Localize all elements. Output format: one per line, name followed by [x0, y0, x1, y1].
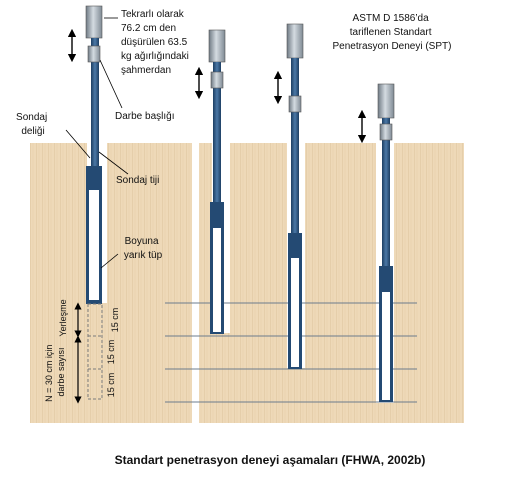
drill-rod — [291, 58, 299, 233]
dashed-penetration — [87, 303, 103, 400]
anvil — [379, 123, 393, 141]
hammer — [377, 83, 395, 119]
hammer — [208, 29, 226, 63]
drill-rod — [91, 38, 99, 166]
anvil-label: Darbe başlığı — [115, 111, 174, 122]
stage-2 — [208, 29, 226, 334]
drill-rod-label: Sondaj tiji — [116, 175, 159, 186]
increment-label-2: 15 cm — [106, 340, 116, 365]
drop-arrows — [67, 28, 367, 144]
stage-4 — [377, 83, 395, 402]
drill-rod — [213, 62, 221, 202]
increment-label-1: 15 cm — [110, 308, 120, 333]
sampler-window — [89, 190, 99, 300]
drill-rod — [382, 118, 390, 266]
sampler-window — [382, 292, 390, 400]
hammer — [85, 5, 103, 39]
anvil — [288, 95, 302, 113]
sampler-window — [291, 258, 299, 367]
soil-block-1 — [30, 143, 192, 423]
seating-label: Yerleşme — [58, 299, 68, 336]
borehole-label: Sondaj deliği — [16, 112, 50, 137]
anvil — [210, 71, 224, 89]
stage-1 — [85, 5, 103, 400]
anvil — [87, 45, 101, 63]
blow-count-label: N = 30 cm için darbe sayısı — [44, 342, 66, 402]
figure-caption: Standart penetrasyon deneyi aşamaları (F… — [115, 453, 426, 467]
increment-label-3: 15 cm — [106, 373, 116, 398]
standard-label: ASTM D 1586’da tariflenen Standart Penet… — [333, 13, 452, 52]
split-spoon-label: Boyuna yarık tüp — [124, 236, 163, 261]
hammer-note: Tekrarlı olarak 76.2 cm den düşürülen 63… — [121, 9, 192, 76]
leader-lines — [65, 17, 129, 269]
hammer — [286, 23, 304, 59]
stage-3 — [286, 23, 304, 369]
sampler-window — [213, 228, 221, 332]
